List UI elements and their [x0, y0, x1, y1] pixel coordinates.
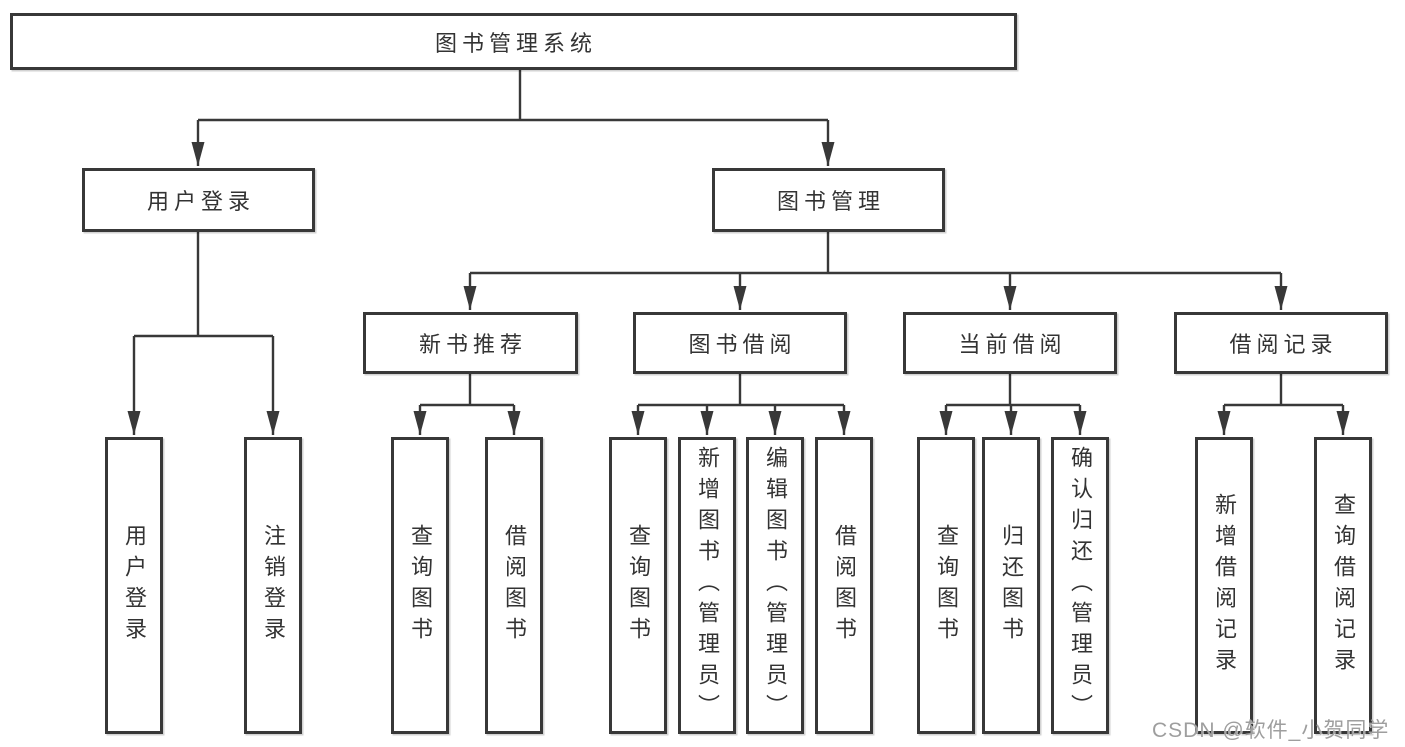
node-book-management: 图书管理: [712, 168, 945, 232]
node-new-book-recommendation: 新书推荐: [363, 312, 578, 374]
node-library-system: 图书管理系统: [10, 13, 1017, 70]
leaf-borrowing-add-books-admin: 新增图书（管理员）: [678, 437, 736, 734]
leaf-records-add-record: 新增借阅记录: [1195, 437, 1253, 734]
leaf-user-login: 用户登录: [105, 437, 163, 734]
leaf-borrowing-borrow-books: 借阅图书: [815, 437, 873, 734]
leaf-current-return-books: 归还图书: [982, 437, 1040, 734]
node-user-login: 用户登录: [82, 168, 315, 232]
leaf-records-query-record: 查询借阅记录: [1314, 437, 1372, 734]
leaf-logout: 注销登录: [244, 437, 302, 734]
node-current-borrowing: 当前借阅: [903, 312, 1117, 374]
csdn-watermark: CSDN @软件_小贺同学: [1152, 719, 1390, 742]
node-book-borrowing: 图书借阅: [633, 312, 847, 374]
leaf-current-query-books: 查询图书: [917, 437, 975, 734]
leaf-recommend-query-books: 查询图书: [391, 437, 449, 734]
node-borrowing-records: 借阅记录: [1174, 312, 1388, 374]
leaf-recommend-borrow-books: 借阅图书: [485, 437, 543, 734]
leaf-borrowing-query-books: 查询图书: [609, 437, 667, 734]
leaf-current-confirm-return-admin: 确认归还（管理员）: [1051, 437, 1109, 734]
leaf-borrowing-edit-books-admin: 编辑图书（管理员）: [746, 437, 804, 734]
